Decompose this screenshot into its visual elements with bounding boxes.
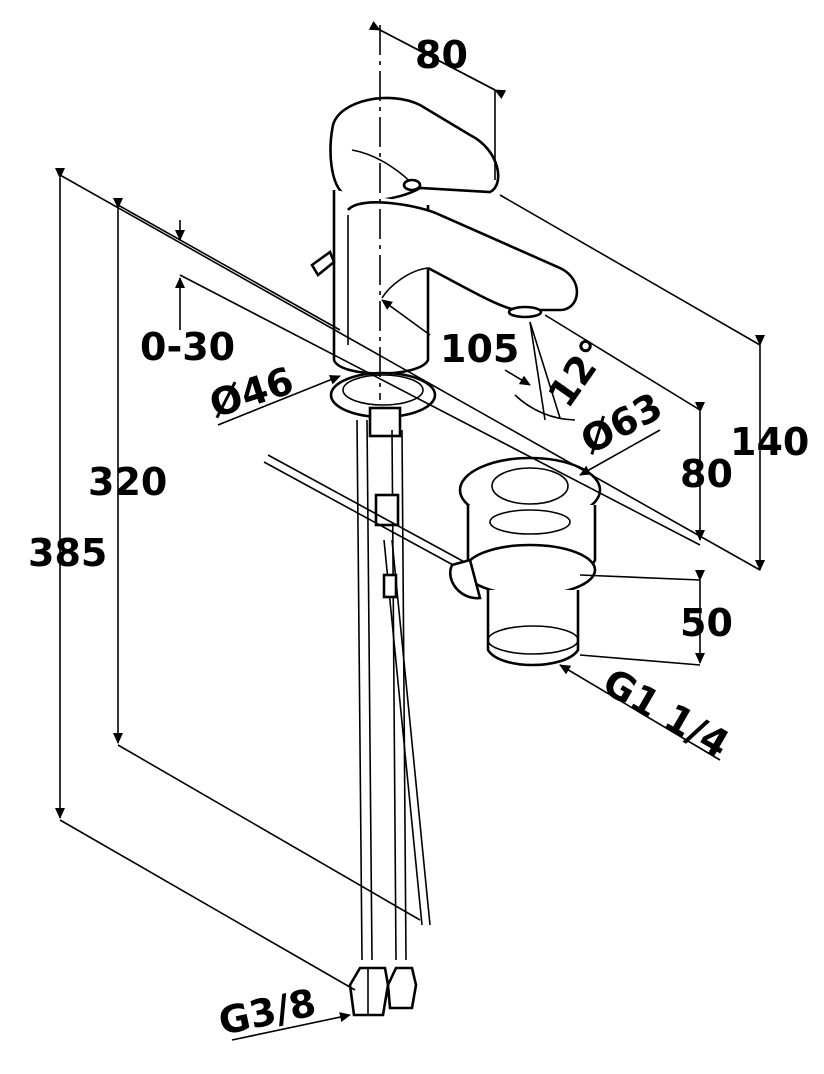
dim-waste-thread: G1 1/4 (596, 660, 737, 767)
dim-total-height: 385 (28, 531, 107, 575)
dim-spout-reach-top: 80 (415, 33, 468, 77)
dimension-lines (55, 20, 765, 1041)
faucet-body (310, 96, 579, 438)
lever-handle (329, 96, 500, 202)
dim-waste-height: 80 (680, 452, 733, 496)
dim-tap-height: 320 (88, 460, 167, 504)
popup-rod-knob (310, 249, 336, 277)
waste-valve (449, 456, 602, 667)
supply-hoses (263, 419, 471, 961)
popup-rod (383, 539, 423, 926)
linkage-rod (267, 454, 471, 566)
dim-spout-angle: 12° (539, 331, 616, 415)
dim-spout-projection: 105 (440, 327, 519, 371)
dim-hose-thread: G3/8 (215, 980, 320, 1043)
dim-outlet-height: 140 (730, 420, 809, 464)
dim-lift-range: 0-30 (140, 325, 235, 369)
hose-nuts (348, 966, 418, 1017)
dim-waste-body: 50 (680, 601, 733, 645)
spout (346, 201, 579, 312)
